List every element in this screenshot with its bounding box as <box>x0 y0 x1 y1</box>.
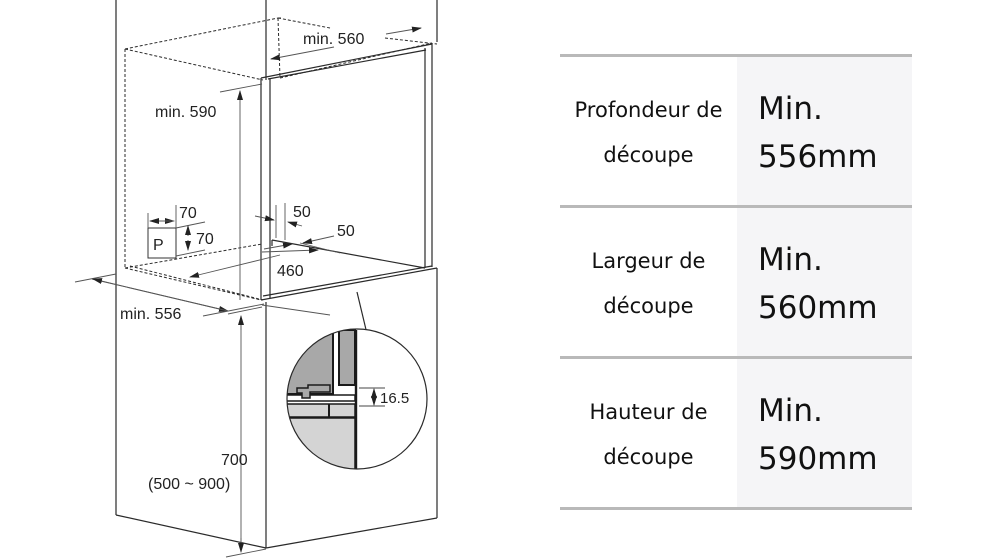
dimension-lines <box>74 26 422 558</box>
label-height: min. 590 <box>155 104 216 121</box>
label-width-top: min. 560 <box>303 31 364 48</box>
cutout-dashed-outline <box>124 17 438 301</box>
label-rear-depth: 460 <box>277 263 304 280</box>
label-base-height-range: (500 ~ 900) <box>148 476 230 493</box>
label-base-height: 700 <box>221 452 248 469</box>
label-socket-height: 70 <box>196 231 214 248</box>
label-depth: min. 556 <box>120 306 181 323</box>
installation-diagram: min. 560 min. 590 70 70 P 50 50 460 min.… <box>74 0 438 558</box>
detail-magnifier <box>286 291 428 470</box>
label-rear-gap: 50 <box>337 223 355 240</box>
label-socket-width: 70 <box>179 205 197 222</box>
row-value: Min.590mm <box>737 359 912 507</box>
row-value: Min.560mm <box>737 208 912 356</box>
row-value: Min.556mm <box>737 57 912 205</box>
label-detail-gap: 16.5 <box>380 390 409 407</box>
label-side-gap: 50 <box>293 204 311 221</box>
label-socket-p: P <box>153 237 164 254</box>
